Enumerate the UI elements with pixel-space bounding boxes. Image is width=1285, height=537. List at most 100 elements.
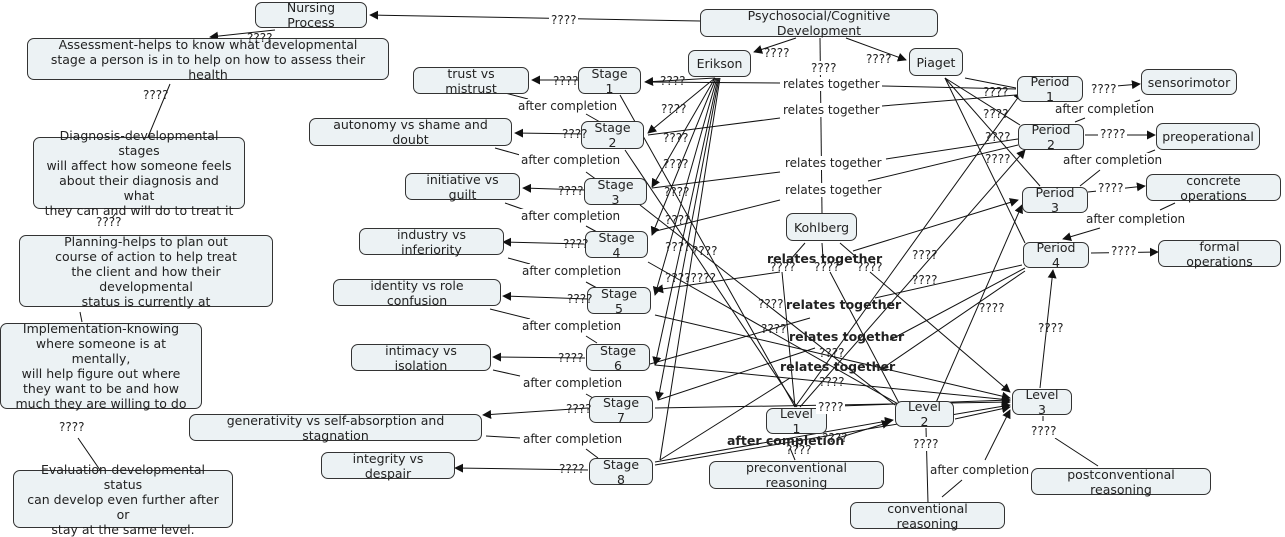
link-label: ????	[563, 237, 589, 251]
link-label: ????	[758, 297, 784, 311]
edge	[624, 149, 798, 408]
link-label: ????	[559, 462, 585, 476]
nursing-process-node[interactable]: Nursing Process	[255, 0, 367, 30]
edge	[869, 271, 1011, 393]
link-label: ????	[819, 346, 845, 360]
period-3-node[interactable]: Period 3	[1022, 185, 1088, 215]
concrete-operations-node[interactable]: concrete operations	[1146, 173, 1281, 203]
edge	[1039, 269, 1057, 389]
relates-together-label: relates together	[783, 183, 884, 197]
edge	[944, 77, 1021, 126]
edge	[585, 448, 599, 459]
edge	[1159, 202, 1176, 211]
period-1-node[interactable]: Period 1	[1017, 74, 1083, 104]
link-label: ????	[664, 185, 690, 199]
edge	[839, 242, 856, 257]
level-3-node[interactable]: Level 3	[1012, 387, 1072, 417]
link-label: ????	[770, 260, 796, 274]
stage-7-node[interactable]: Stage 7	[589, 395, 653, 425]
stage-6-node[interactable]: Stage 6	[586, 343, 650, 373]
edge	[799, 149, 1026, 408]
preconventional-reasoning-node[interactable]: preconventional reasoning	[709, 460, 884, 490]
level-2-node[interactable]: Level 2	[895, 399, 954, 429]
link-label: ????	[816, 400, 846, 414]
intimacy-node[interactable]: intimacy vs isolation	[351, 343, 491, 373]
preoperational-node[interactable]: preoperational	[1156, 123, 1260, 150]
stage-8-node[interactable]: Stage 8	[589, 457, 653, 487]
sensorimotor-node[interactable]: sensorimotor	[1141, 69, 1237, 95]
edge	[984, 409, 1011, 461]
edge	[837, 420, 891, 439]
evaluation-node[interactable]: Evaluation-developmental status can deve…	[13, 462, 233, 537]
edge	[654, 364, 1011, 404]
relates-together-label: relates together	[780, 359, 896, 374]
relates-together-label: relates together	[789, 329, 905, 344]
edge	[881, 85, 1017, 90]
link-label: ????	[983, 85, 1009, 99]
link-label: ????	[247, 31, 273, 45]
link-label: ????	[761, 322, 787, 336]
autonomy-node[interactable]: autonomy vs shame and doubt	[309, 117, 512, 147]
edge	[585, 335, 598, 344]
initiative-node[interactable]: initiative vs guilt	[405, 172, 520, 202]
link-label: ????	[1089, 82, 1119, 96]
edge	[753, 37, 797, 54]
erikson-node[interactable]: Erikson	[688, 50, 751, 77]
link-label: ????	[549, 13, 579, 27]
after-completion-label: after completion	[519, 209, 623, 223]
edge	[514, 128, 586, 138]
integrity-node[interactable]: integrity vs despair	[321, 451, 455, 481]
link-label: ????	[912, 248, 938, 262]
planning-node[interactable]: Planning-helps to plan out course of act…	[19, 234, 273, 309]
stage-1-node[interactable]: Stage 1	[578, 66, 641, 96]
conventional-reasoning-node[interactable]: conventional reasoning	[850, 501, 1005, 531]
postconventional-reasoning-node[interactable]: postconventional reasoning	[1031, 467, 1211, 497]
edge	[585, 113, 601, 123]
link-label: ????	[143, 88, 169, 102]
edge	[1054, 437, 1099, 467]
link-label: ????	[814, 260, 840, 274]
diagnosis-node[interactable]: Diagnosis-developmental stages will affe…	[33, 128, 245, 218]
edge	[111, 212, 117, 219]
relates-together-label: relates together	[783, 156, 884, 170]
stage-5-node[interactable]: Stage 5	[587, 286, 651, 316]
edge	[504, 202, 526, 211]
after-completion-label: after completion	[520, 319, 624, 333]
period-2-node[interactable]: Period 2	[1018, 122, 1084, 152]
edge	[789, 242, 806, 261]
edge	[789, 447, 796, 461]
link-label: ????	[558, 184, 584, 198]
kohlberg-node[interactable]: Kohlberg	[786, 213, 857, 241]
relates-together-label: relates together	[781, 77, 882, 91]
stage-3-node[interactable]: Stage 3	[584, 177, 647, 207]
link-label: ????	[764, 46, 790, 60]
piaget-node[interactable]: Piaget	[909, 48, 963, 76]
stage-2-node[interactable]: Stage 2	[581, 120, 644, 150]
link-label: ????	[567, 292, 593, 306]
edge	[492, 369, 521, 377]
edge	[147, 83, 171, 138]
industry-node[interactable]: industry vs inferiority	[359, 227, 504, 257]
edge	[482, 407, 589, 419]
edge	[650, 77, 717, 236]
link-label: ????	[979, 301, 1005, 315]
formal-operations-node[interactable]: formal operations	[1158, 239, 1281, 269]
edge	[647, 117, 781, 136]
edge	[507, 257, 531, 265]
edge	[647, 261, 901, 406]
period-4-node[interactable]: Period 4	[1023, 240, 1089, 270]
edge	[209, 29, 276, 41]
assessment-node[interactable]: Assessment-helps to know what developmen…	[27, 37, 389, 82]
edge	[647, 77, 716, 134]
edge	[654, 314, 1011, 401]
psychosocial-development-node[interactable]: Psychosocial/Cognitive Development	[700, 8, 938, 38]
edge	[77, 437, 101, 471]
generativity-node[interactable]: generativity vs self-absorption and stag…	[189, 413, 482, 443]
link-label: ????	[985, 130, 1011, 144]
implementation-node[interactable]: Implementation-knowing where someone is …	[0, 321, 202, 411]
identity-node[interactable]: identity vs role confusion	[333, 278, 501, 308]
link-label: ????	[665, 240, 691, 254]
trust-vs-mistrust-node[interactable]: trust vs mistrust	[413, 66, 529, 96]
edge	[874, 264, 1023, 299]
stage-4-node[interactable]: Stage 4	[585, 230, 648, 260]
